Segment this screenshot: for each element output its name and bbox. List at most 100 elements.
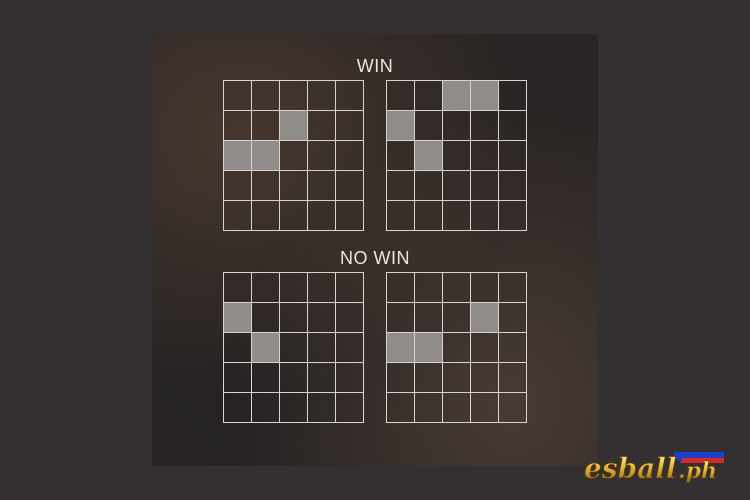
grid-cell xyxy=(415,111,443,141)
grid-cell xyxy=(252,273,280,303)
grid-cell xyxy=(308,171,336,201)
grid-cell xyxy=(471,111,499,141)
grid-cell xyxy=(336,111,364,141)
grid-cell xyxy=(308,333,336,363)
no-win-grid-1 xyxy=(223,272,364,423)
grid-cell xyxy=(415,303,443,333)
grid-cell xyxy=(387,141,415,171)
grid-cell xyxy=(336,273,364,303)
highlighted-cell xyxy=(387,333,415,363)
grid-cell xyxy=(224,81,252,111)
grid-cell xyxy=(336,333,364,363)
grid-cell xyxy=(252,81,280,111)
highlighted-cell xyxy=(387,111,415,141)
win-grid-2 xyxy=(386,80,527,231)
grid-cell xyxy=(308,201,336,231)
grid-cell xyxy=(387,171,415,201)
grid-cell xyxy=(415,171,443,201)
grid-cell xyxy=(387,303,415,333)
win-title: WIN xyxy=(356,56,394,76)
grid-cell xyxy=(443,393,471,423)
grid-cell xyxy=(224,393,252,423)
highlighted-cell xyxy=(224,303,252,333)
grid-cell xyxy=(252,303,280,333)
grid-cell xyxy=(252,393,280,423)
grid-cell xyxy=(443,111,471,141)
grid-cell xyxy=(280,303,308,333)
grid-cell xyxy=(336,393,364,423)
grid-cell xyxy=(280,333,308,363)
grid-cell xyxy=(336,363,364,393)
grid-cell xyxy=(387,363,415,393)
highlighted-cell xyxy=(415,333,443,363)
grid-cell xyxy=(415,363,443,393)
grid-cell xyxy=(280,81,308,111)
no-win-grid-2 xyxy=(386,272,527,423)
grid-cell xyxy=(443,363,471,393)
grid-cell xyxy=(336,81,364,111)
highlighted-cell xyxy=(280,111,308,141)
grid-cell xyxy=(499,141,527,171)
grid-cell xyxy=(336,171,364,201)
grid-cell xyxy=(308,363,336,393)
grid-cell xyxy=(499,273,527,303)
grid-cell xyxy=(471,141,499,171)
grid-cell xyxy=(499,111,527,141)
grid-cell xyxy=(471,333,499,363)
logo-text: esball xyxy=(584,452,677,485)
grid-cell xyxy=(471,201,499,231)
grid-cell xyxy=(387,393,415,423)
grid-cell xyxy=(336,201,364,231)
grid-cell xyxy=(387,201,415,231)
grid-cell xyxy=(308,273,336,303)
win-grid-1 xyxy=(223,80,364,231)
grid-cell xyxy=(387,81,415,111)
highlighted-cell xyxy=(415,141,443,171)
grid-cell xyxy=(280,201,308,231)
grid-cell xyxy=(224,171,252,201)
grid-cell xyxy=(224,363,252,393)
grid-cell xyxy=(308,141,336,171)
grid-cell xyxy=(443,201,471,231)
grid-cell xyxy=(499,333,527,363)
grid-cell xyxy=(415,273,443,303)
grid-cell xyxy=(308,393,336,423)
highlighted-cell xyxy=(224,141,252,171)
grid-cell xyxy=(280,171,308,201)
highlighted-cell xyxy=(252,141,280,171)
no-win-title: NO WIN xyxy=(340,248,410,268)
pattern-panel: WIN NO WIN xyxy=(152,34,598,466)
grid-cell xyxy=(499,393,527,423)
grid-cell xyxy=(443,303,471,333)
grid-cell xyxy=(336,303,364,333)
grid-cell xyxy=(224,201,252,231)
grid-cell xyxy=(387,273,415,303)
highlighted-cell xyxy=(443,81,471,111)
grid-cell xyxy=(415,81,443,111)
grid-cell xyxy=(471,273,499,303)
grid-cell xyxy=(308,111,336,141)
grid-cell xyxy=(443,171,471,201)
highlighted-cell xyxy=(471,81,499,111)
grid-cell xyxy=(499,201,527,231)
grid-cell xyxy=(252,363,280,393)
grid-cell xyxy=(224,273,252,303)
grid-cell xyxy=(224,333,252,363)
grid-cell xyxy=(415,201,443,231)
esball-logo: esball .ph xyxy=(584,452,724,485)
grid-cell xyxy=(443,141,471,171)
grid-cell xyxy=(252,201,280,231)
highlighted-cell xyxy=(471,303,499,333)
grid-cell xyxy=(443,273,471,303)
grid-cell xyxy=(499,171,527,201)
grid-cell xyxy=(308,81,336,111)
highlighted-cell xyxy=(252,333,280,363)
grid-cell xyxy=(415,393,443,423)
grid-cell xyxy=(499,81,527,111)
grid-cell xyxy=(280,141,308,171)
grid-cell xyxy=(499,363,527,393)
grid-cell xyxy=(224,111,252,141)
grid-cell xyxy=(471,171,499,201)
logo-suffix: .ph xyxy=(678,458,717,484)
grid-cell xyxy=(336,141,364,171)
